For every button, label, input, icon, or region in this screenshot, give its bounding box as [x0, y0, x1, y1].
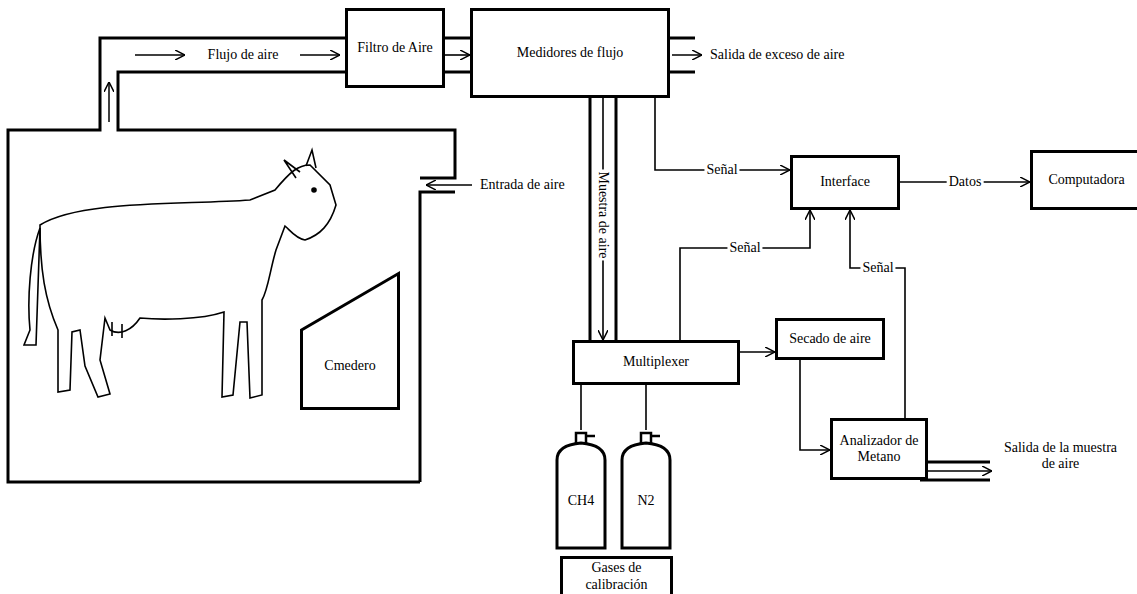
node-text: Gases de calibración	[563, 560, 670, 592]
multiplexer-box: Multiplexer	[572, 340, 740, 385]
node-text: Interface	[820, 174, 870, 190]
analyzer-box: Analizador de Metano	[830, 418, 928, 480]
connector	[445, 54, 470, 56]
sample-pipe-wall	[590, 98, 616, 340]
cow-horn	[306, 150, 316, 168]
flowmeter-box: Medidores de flujo	[470, 8, 670, 98]
inlet-label: Entrada de aire	[480, 177, 565, 193]
node-text: Filtro de Aire	[357, 40, 432, 56]
filter-box: Filtro de Aire	[345, 8, 445, 88]
cylinder-valve	[641, 433, 660, 443]
cylinder-outline	[620, 430, 672, 550]
interface-box: Interface	[790, 155, 900, 210]
node-text: Secado de aire	[789, 331, 871, 347]
chamber-walls	[8, 38, 990, 482]
inlet-pipe-wall	[420, 192, 455, 482]
flow-arrow	[135, 54, 185, 56]
connector	[645, 385, 647, 430]
gas-cylinder: CH4	[555, 430, 607, 550]
cylinder-outline	[555, 430, 607, 550]
computer-box: Computadora	[1030, 150, 1137, 210]
connector	[850, 210, 905, 418]
calibration-box: Gases de calibración	[560, 556, 673, 594]
flow-arrow	[108, 82, 110, 122]
node-text: Computadora	[1048, 172, 1124, 188]
flow-arrows	[109, 55, 992, 471]
cow-eye	[312, 188, 316, 192]
feeder-outline	[300, 272, 400, 410]
chamber-outer-wall	[8, 38, 420, 482]
flow-arrow	[300, 54, 340, 56]
cow-outline	[40, 165, 336, 398]
edge-label: Señal	[860, 260, 895, 275]
node-text: N2	[637, 493, 654, 509]
dryer-box: Secado de aire	[775, 318, 885, 360]
flow-arrow	[672, 54, 702, 56]
node-text: Multiplexer	[623, 354, 689, 370]
flow-arrow	[926, 470, 992, 472]
flow-label: Flujo de aire	[208, 47, 279, 63]
connector	[800, 360, 830, 450]
node-text: CH4	[568, 493, 594, 509]
node-text: Medidores de flujo	[517, 45, 624, 61]
cylinder-body	[622, 443, 670, 548]
edge-label: Datos	[947, 174, 984, 189]
pipe-wall	[445, 38, 470, 72]
edge-label: Señal	[727, 240, 762, 255]
outlet-label: Salida de la muestra de aire	[998, 440, 1123, 472]
node-text: Cmedero	[324, 358, 375, 374]
cow-ear	[284, 160, 300, 178]
cow-udder	[112, 322, 122, 338]
edge-label: Señal	[704, 162, 739, 177]
feeder-shape: Cmedero	[300, 272, 400, 410]
flow-arrow	[426, 184, 472, 186]
connector	[655, 98, 790, 170]
cylinder-body	[557, 443, 605, 548]
exhaust-label: Salida de exceso de aire	[710, 47, 845, 63]
node-text: Analizador de Metano	[833, 433, 925, 465]
connector	[740, 351, 775, 353]
cylinder-valve	[576, 433, 595, 443]
edge-label: Muestra de aire	[595, 169, 610, 260]
cow-tail	[24, 228, 40, 345]
cow-drawing	[24, 150, 336, 398]
gas-cylinder: N2	[620, 430, 672, 550]
feeder-outline	[302, 274, 399, 409]
connector	[580, 385, 582, 430]
